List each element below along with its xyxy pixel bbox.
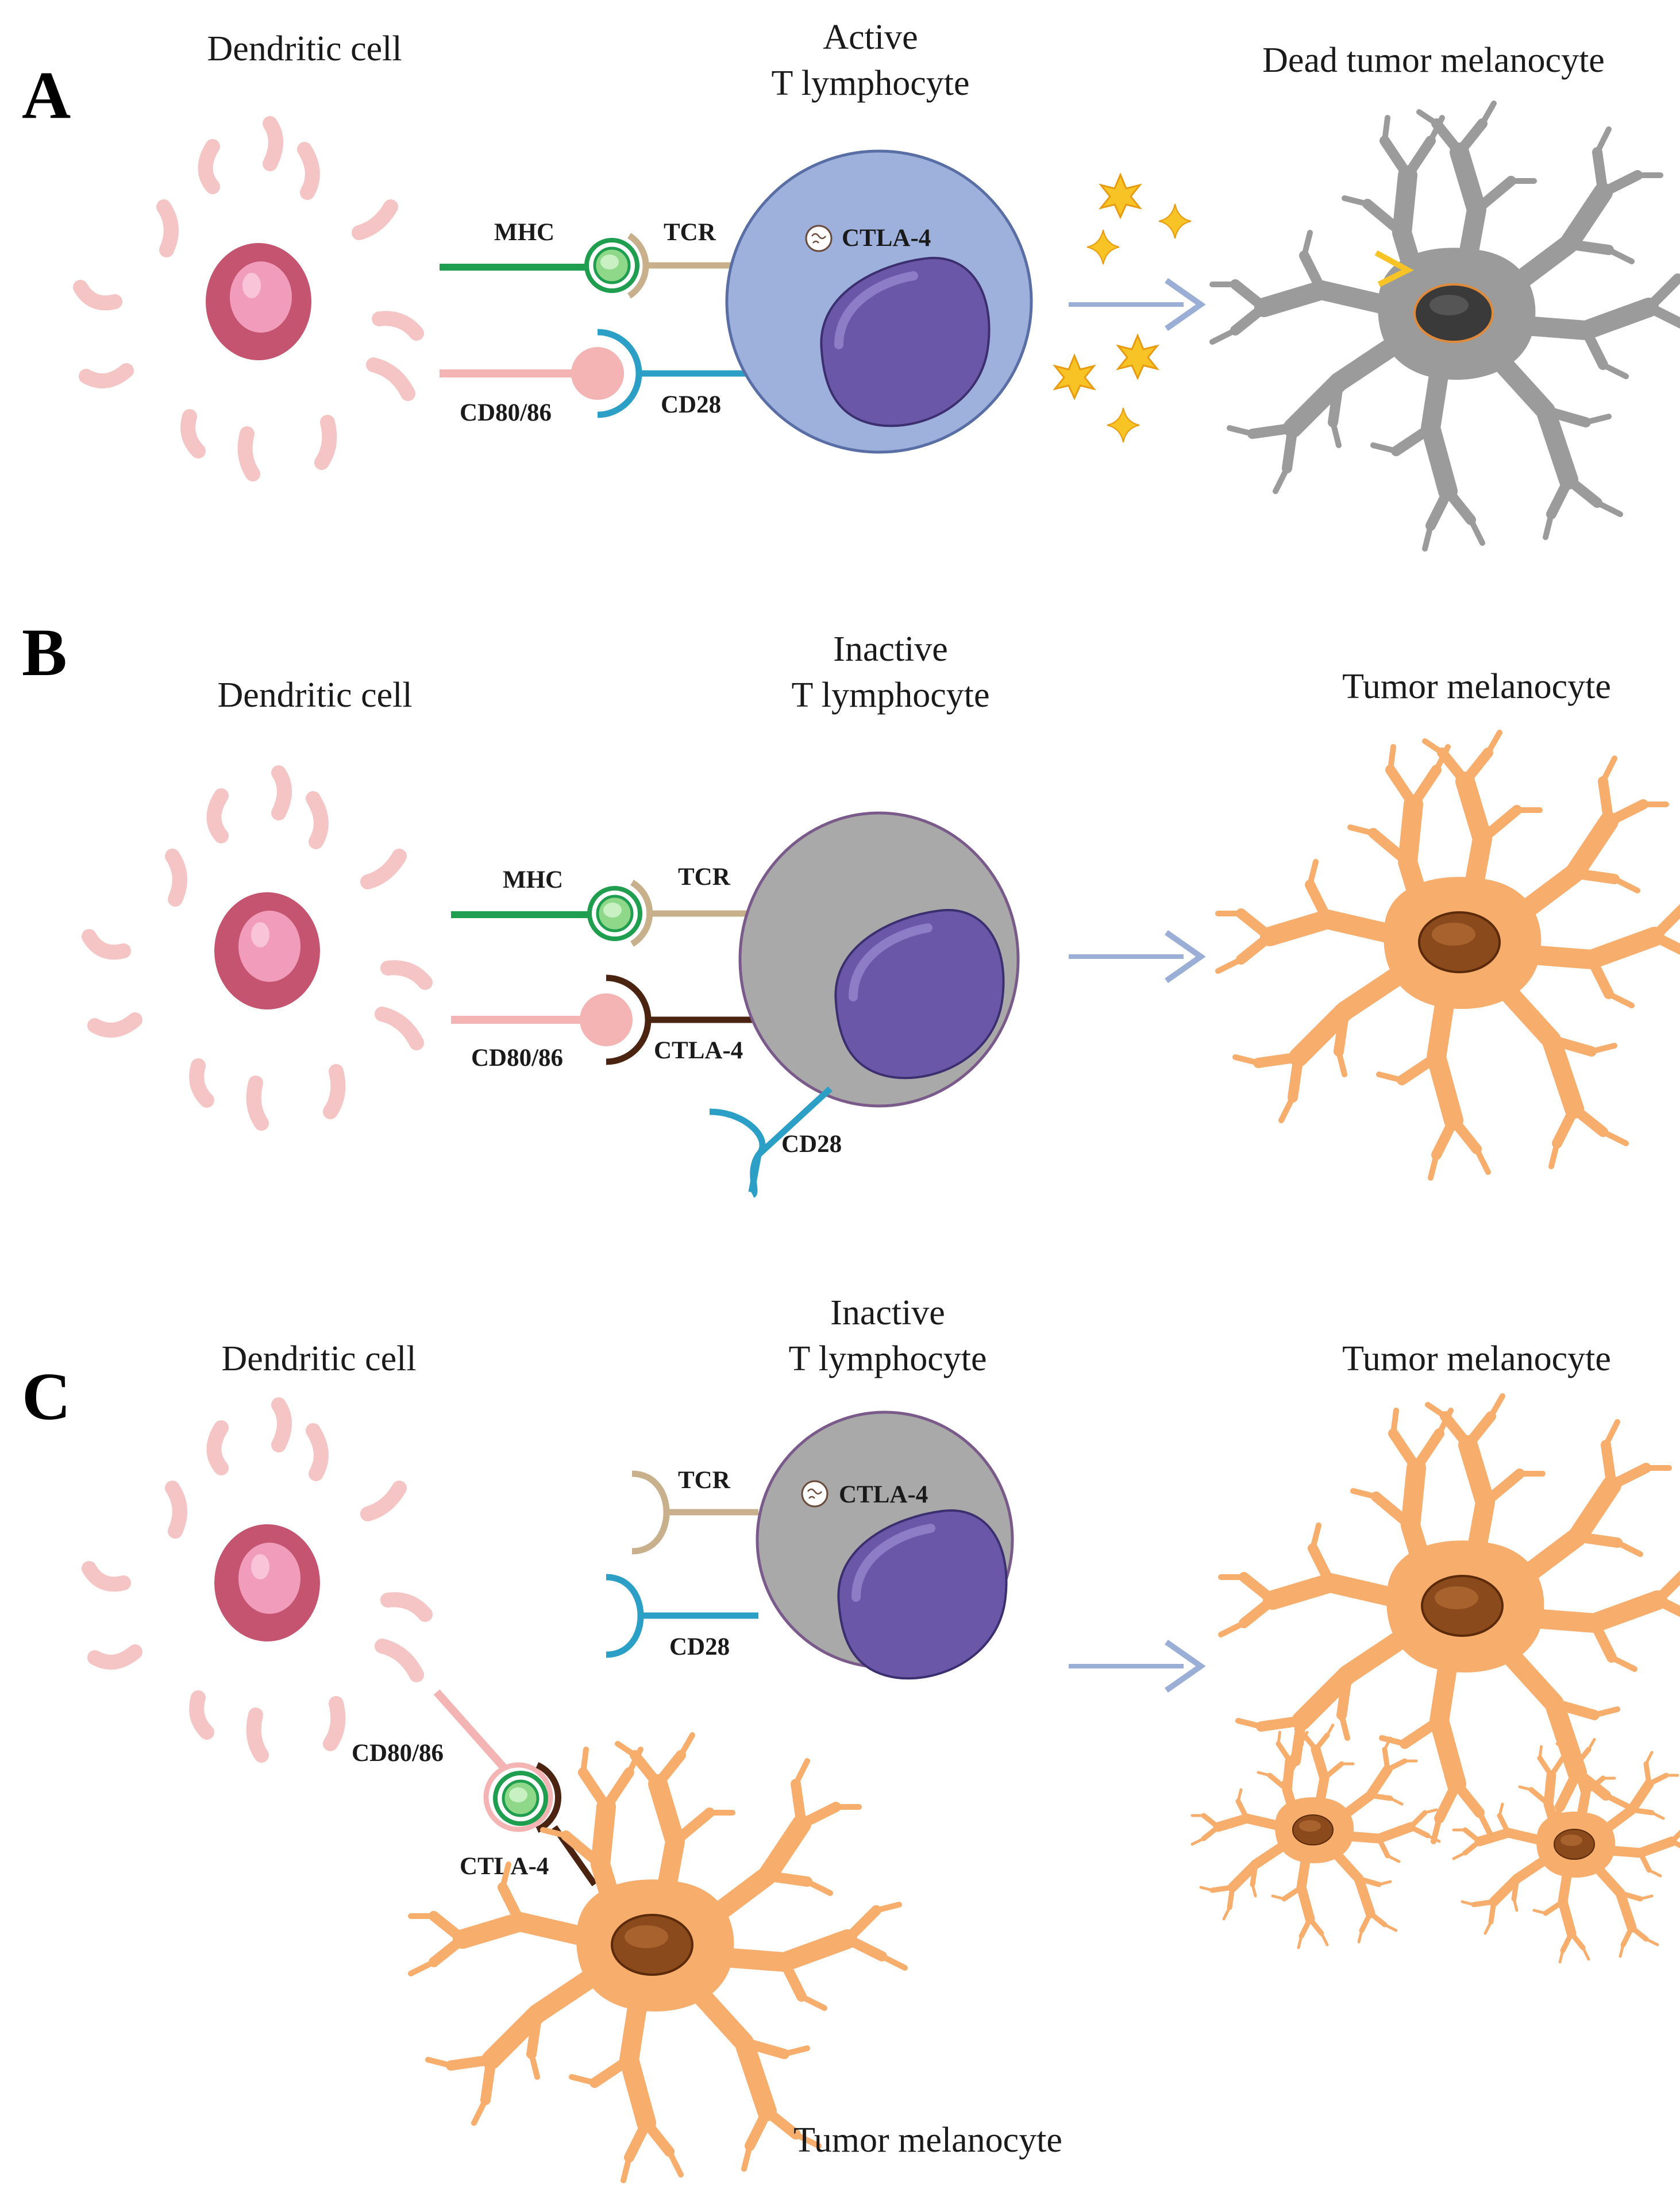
panel-a-tcell-title-2: T lymphocyte (772, 64, 970, 103)
panel-c-cd28-label: CD28 (669, 1633, 730, 1660)
panel-b-letter: B (22, 615, 67, 690)
cd80-stalk (433, 1689, 509, 1772)
panel-b-tcr-label: TCR (678, 864, 731, 891)
panel-c-cd80-label: CD80/86 (352, 1740, 444, 1767)
panel-a-ctla4-label: CTLA-4 (842, 225, 931, 252)
ctla4-vesicle-icon (801, 1480, 829, 1508)
panel-c-target-title: Tumor melanocyte (1342, 1339, 1611, 1378)
panel-a-tcell-title-1: Active (823, 18, 918, 57)
cd28-tail (748, 1154, 762, 1193)
panel-a-target-title: Dead tumor melanocyte (1262, 41, 1605, 80)
ctla4-vesicle-icon (805, 225, 833, 252)
cd28-stalk (756, 1086, 833, 1158)
panel-b-cd80-label: CD80/86 (471, 1045, 563, 1072)
melanocyte-icon (1192, 1725, 1439, 1948)
vesicle-icon (587, 240, 637, 291)
burst-icon (1374, 250, 1414, 287)
panel-c-bottom-title: Tumor melanocyte (793, 2121, 1062, 2160)
panel-b-mhc-label: MHC (503, 866, 563, 893)
panel-a-cd28-label: CD28 (661, 391, 721, 418)
panel-c-tcr-label: TCR (678, 1467, 731, 1494)
panel-b-ctla4-label: CTLA-4 (654, 1037, 743, 1064)
cd80-ligand (571, 347, 624, 400)
panel-c-dendritic-title: Dendritic cell (221, 1339, 416, 1378)
panel-b-dendritic-title: Dendritic cell (217, 676, 412, 715)
panel-a-tcr-label: TCR (664, 219, 716, 246)
dead-melanocyte-icon (1212, 103, 1680, 549)
panel-b-tcell-title-1: Inactive (833, 630, 948, 669)
panel-b: B Dendritic cell Inactive T lymphocyte T… (22, 615, 1680, 1198)
panel-a-mhc-label: MHC (494, 219, 554, 246)
cd80-ligand (580, 993, 633, 1046)
burst-icon (1054, 354, 1095, 399)
panel-b-target-title: Tumor melanocyte (1342, 667, 1611, 706)
panel-c-ctla4-inside-label: CTLA-4 (839, 1481, 928, 1508)
panel-b-cd28-label: CD28 (781, 1131, 842, 1158)
arrow-icon (1069, 1642, 1201, 1690)
panel-c-letter: C (22, 1359, 71, 1434)
burst-icon (1107, 407, 1140, 443)
arrow-icon (1069, 932, 1201, 981)
panel-c-tcell-title-2: T lymphocyte (789, 1339, 987, 1378)
panel-c: C Dendritic cell Inactive T lymphocyte T… (22, 1293, 1680, 2180)
burst-icon (1158, 203, 1192, 239)
dendritic-cell-icon (80, 124, 417, 474)
dendritic-cell-icon (89, 773, 425, 1123)
tcr-receptor (630, 880, 653, 947)
vesicle-icon (589, 888, 640, 939)
vesicle-icon (495, 1773, 546, 1824)
ctla4-receptor (535, 1762, 561, 1833)
burst-icon (1086, 229, 1120, 265)
panel-a-letter: A (22, 57, 71, 133)
burst-icon (1117, 334, 1158, 379)
melanocyte-icon (1218, 733, 1680, 1178)
panel-c-tcell-title-1: Inactive (830, 1293, 945, 1332)
melanocyte-icon (1454, 1740, 1680, 1963)
burst-icon (1100, 174, 1141, 218)
tcr-receptor (627, 233, 649, 299)
panel-a-cd80-label: CD80/86 (460, 399, 552, 426)
panel-a-dendritic-title: Dendritic cell (207, 29, 402, 68)
dendritic-cell-icon (89, 1405, 425, 1755)
panel-b-tcell-title-2: T lymphocyte (792, 676, 990, 715)
cd28-receptor (606, 1574, 644, 1658)
arrow-icon (1069, 280, 1201, 329)
tcr-receptor (631, 1470, 670, 1555)
panel-a: A Dendritic cell Active T lymphocyte Dea… (22, 18, 1680, 549)
